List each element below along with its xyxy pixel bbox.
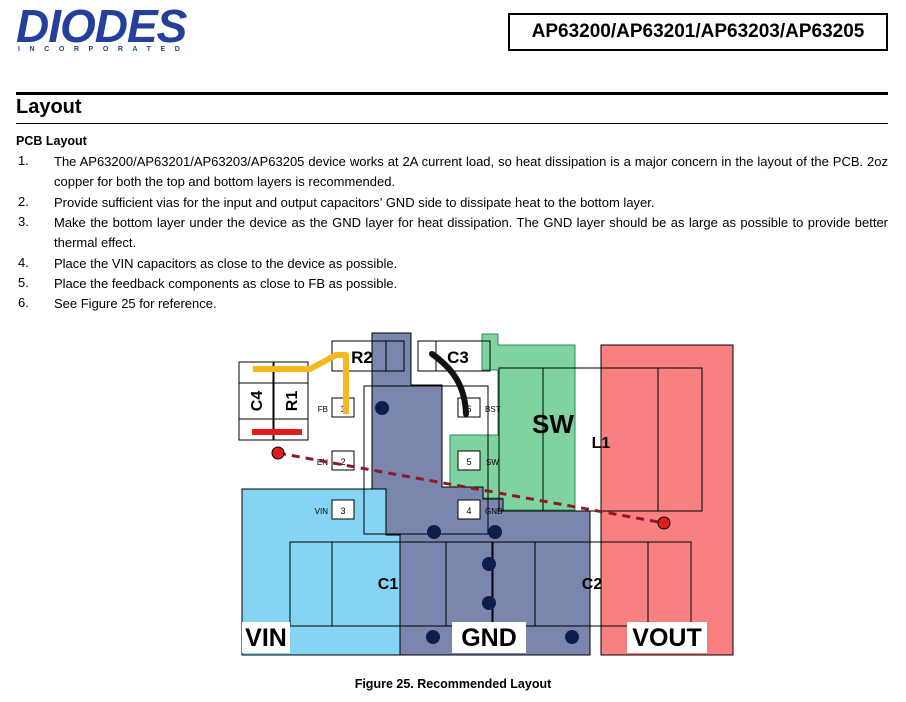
via [565, 630, 579, 644]
via [482, 557, 496, 571]
bst-trace [429, 351, 469, 417]
sw-label: SW [532, 409, 574, 439]
l1-label: L1 [592, 435, 611, 452]
r1-footprint [273, 361, 309, 441]
c4-footprint [238, 361, 274, 441]
pin-pad-sw [457, 450, 481, 471]
via [426, 630, 440, 644]
part-number-text: AP63200/AP63201/AP63203/AP63205 [531, 21, 865, 42]
pin-name-fb: FB [318, 405, 328, 414]
company-logo-subtext: INCORPORATED [18, 46, 190, 53]
section-title: Layout [16, 96, 82, 118]
pin-pad-vin [331, 499, 355, 520]
pin-name-gnd: GND [485, 507, 503, 516]
sw-plane [449, 333, 576, 511]
list-item-text: Place the VIN capacitors as close to the… [54, 256, 398, 271]
figure-caption: Figure 25. Recommended Layout [354, 677, 552, 691]
list-item-number: 1. [18, 153, 29, 168]
kelvin-point [271, 446, 285, 460]
vin-label-bg [242, 622, 290, 653]
fb-trace [253, 352, 349, 414]
c4-label: C4 [249, 391, 266, 412]
via [488, 525, 502, 539]
list-item-text: The AP63200/AP63201/AP63203/AP63205 devi… [54, 154, 888, 189]
via [427, 525, 441, 539]
list-item-text: Make the bottom layer under the device a… [54, 215, 888, 250]
list-item-text: Provide sufficient vias for the input an… [54, 195, 655, 210]
pin-number-sw: 5 [466, 457, 471, 467]
vout-label-bg [627, 622, 707, 653]
via [482, 596, 496, 610]
pin-name-sw: SW [486, 458, 499, 467]
part-number-box: AP63200/AP63201/AP63203/AP63205 [508, 13, 888, 51]
via [375, 401, 389, 415]
subsection-title: PCB Layout [16, 134, 87, 148]
vout-plane [600, 344, 734, 656]
gnd-label: GND [461, 624, 517, 652]
pin-number-en: 2 [340, 457, 345, 467]
pin-name-bst: BST [485, 405, 501, 414]
company-logo: DIODES [16, 0, 187, 52]
pin-name-vin: VIN [315, 507, 329, 516]
c1-outline [289, 541, 493, 627]
list-item-number: 5. [18, 275, 29, 290]
list-item-number: 2. [18, 194, 29, 209]
list-item-number: 4. [18, 255, 29, 270]
kelvin-point [657, 516, 671, 530]
vout-label: VOUT [632, 624, 701, 652]
pin-number-vin: 3 [340, 506, 345, 516]
c2-outline [492, 541, 692, 627]
pin-number-gnd: 4 [466, 506, 471, 516]
pin-number-bst: 6 [466, 404, 471, 414]
r2-label: R2 [351, 348, 373, 367]
r1-label: R1 [284, 391, 301, 412]
c3-label: C3 [447, 348, 469, 367]
section-rule-bottom [16, 123, 888, 124]
gnd-label-bg [452, 622, 526, 653]
vin-label: VIN [245, 624, 287, 652]
list-item-text: Place the feedback components as close t… [54, 276, 398, 291]
section-rule-top [16, 92, 888, 95]
kelvin-trace [277, 451, 665, 525]
list-item-text: See Figure 25 for reference. [54, 296, 217, 311]
c1-label: C1 [378, 576, 399, 593]
list-item-number: 3. [18, 214, 29, 229]
c2-label: C2 [582, 576, 603, 593]
ic-outline [363, 385, 489, 535]
pin-pad-gnd [457, 499, 481, 520]
list-item-number: 6. [18, 295, 29, 310]
